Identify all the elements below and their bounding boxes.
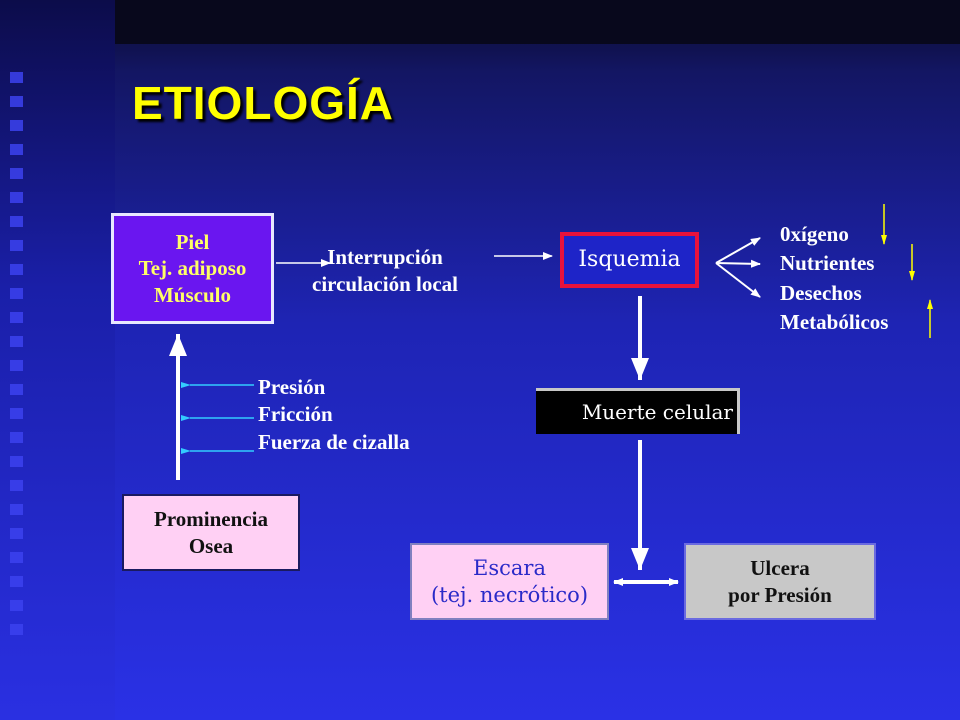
ulcera-line-2: por Presión (728, 582, 832, 607)
decorative-square (10, 576, 23, 587)
arrow-fan-mid (715, 259, 761, 268)
decorative-square (10, 336, 23, 347)
isquemia-label: Isquemia (578, 247, 681, 273)
piel-line-3: Músculo (153, 282, 231, 307)
node-muerte-celular: Muerte celular (536, 388, 740, 434)
node-efectos: 0xígeno Nutrientes Desechos Metabólicos (780, 220, 888, 338)
decorative-square (10, 216, 23, 227)
node-prominencia-osea: Prominencia Osea (122, 494, 300, 571)
decorative-square (10, 312, 23, 323)
decorative-square (10, 624, 23, 635)
decorative-square (10, 408, 23, 419)
escara-line-2: (tej. necrótico) (430, 582, 589, 607)
escara-line-1: Escara (473, 556, 546, 581)
decorative-square (10, 384, 23, 395)
decorative-square (10, 264, 23, 275)
ulcera-line-1: Ulcera (750, 556, 810, 581)
interrupcion-line-2: circulación local (312, 272, 459, 297)
piel-line-2: Tej. adiposo (138, 256, 247, 281)
factor-presion: Presión (258, 375, 326, 399)
decorative-square (10, 120, 23, 131)
decorative-square (10, 504, 23, 515)
decorative-square (10, 552, 23, 563)
efecto-metabolicos: Metabólicos (780, 310, 889, 335)
node-piel: Piel Tej. adiposo Músculo (111, 213, 274, 324)
node-factores: Presión Fricción Fuerza de cizalla (258, 374, 410, 456)
prominencia-line-1: Prominencia (154, 507, 268, 532)
decorative-square (10, 600, 23, 611)
arrow-fan-up (715, 237, 761, 264)
factor-friccion: Fricción (258, 402, 333, 427)
efecto-oxigeno: 0xígeno (780, 222, 849, 246)
prominencia-line-2: Osea (188, 533, 234, 558)
piel-line-1: Piel (175, 230, 210, 255)
top-dark-band (115, 0, 960, 44)
muerte-label: Muerte celular (581, 400, 733, 424)
efecto-desechos: Desechos (780, 280, 862, 305)
decorative-square (10, 72, 23, 83)
decorative-square (10, 192, 23, 203)
decorative-square (10, 360, 23, 371)
decorative-square (10, 144, 23, 155)
interrupcion-line-1: Interrupción (327, 245, 443, 269)
decorative-square (10, 432, 23, 443)
efecto-nutrientes: Nutrientes (780, 251, 875, 276)
node-escara: Escara (tej. necrótico) (410, 543, 609, 620)
slide-title: ETIOLOGÍA (132, 77, 394, 129)
decorative-square (10, 168, 23, 179)
node-ulcera: Ulcera por Presión (684, 543, 876, 620)
decorative-square (10, 480, 23, 491)
decorative-square (10, 96, 23, 107)
node-isquemia: Isquemia (560, 232, 699, 288)
decorative-square (10, 528, 23, 539)
factor-cizalla: Fuerza de cizalla (258, 429, 410, 454)
decorative-square (10, 288, 23, 299)
node-interrupcion: Interrupción circulación local (312, 244, 458, 299)
arrow-fan-down (715, 262, 761, 298)
decorative-square (10, 240, 23, 251)
decorative-square (10, 456, 23, 467)
